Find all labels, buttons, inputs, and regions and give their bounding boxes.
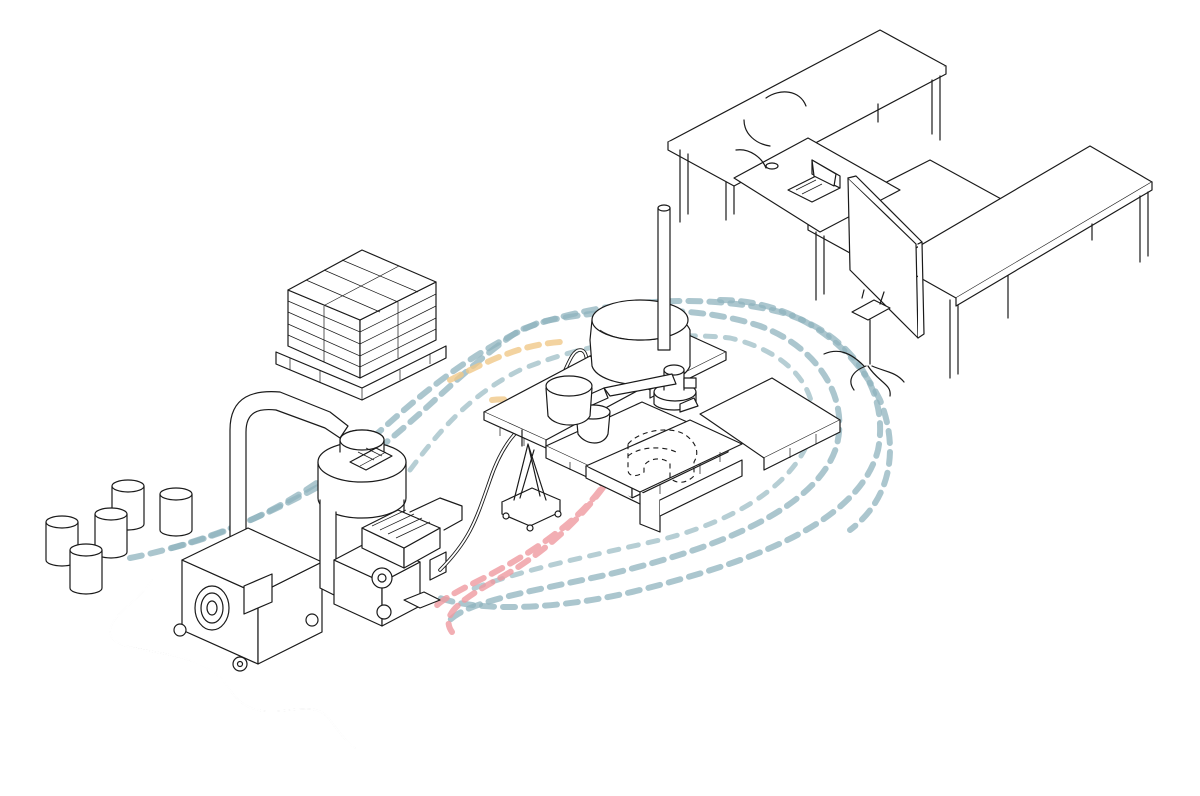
teal-third-loop: [407, 333, 816, 593]
pallet-of-bags: [275, 249, 447, 401]
robot-arm: [545, 204, 699, 444]
stacked-buckets: [45, 479, 193, 595]
bucket: [94, 507, 128, 559]
teal-right-arc: [717, 297, 893, 533]
bucket: [159, 487, 193, 537]
bucket: [69, 543, 103, 595]
printed-object-outline: [627, 429, 698, 483]
office-chair: [823, 289, 905, 397]
divider-panel: [847, 175, 925, 339]
material-cart: [501, 429, 562, 532]
dust-extractor: [173, 391, 349, 672]
red-path: [433, 467, 618, 635]
laptop: [787, 159, 841, 203]
teal-inner-loop: [169, 307, 843, 623]
mixing-pump: [317, 429, 463, 627]
